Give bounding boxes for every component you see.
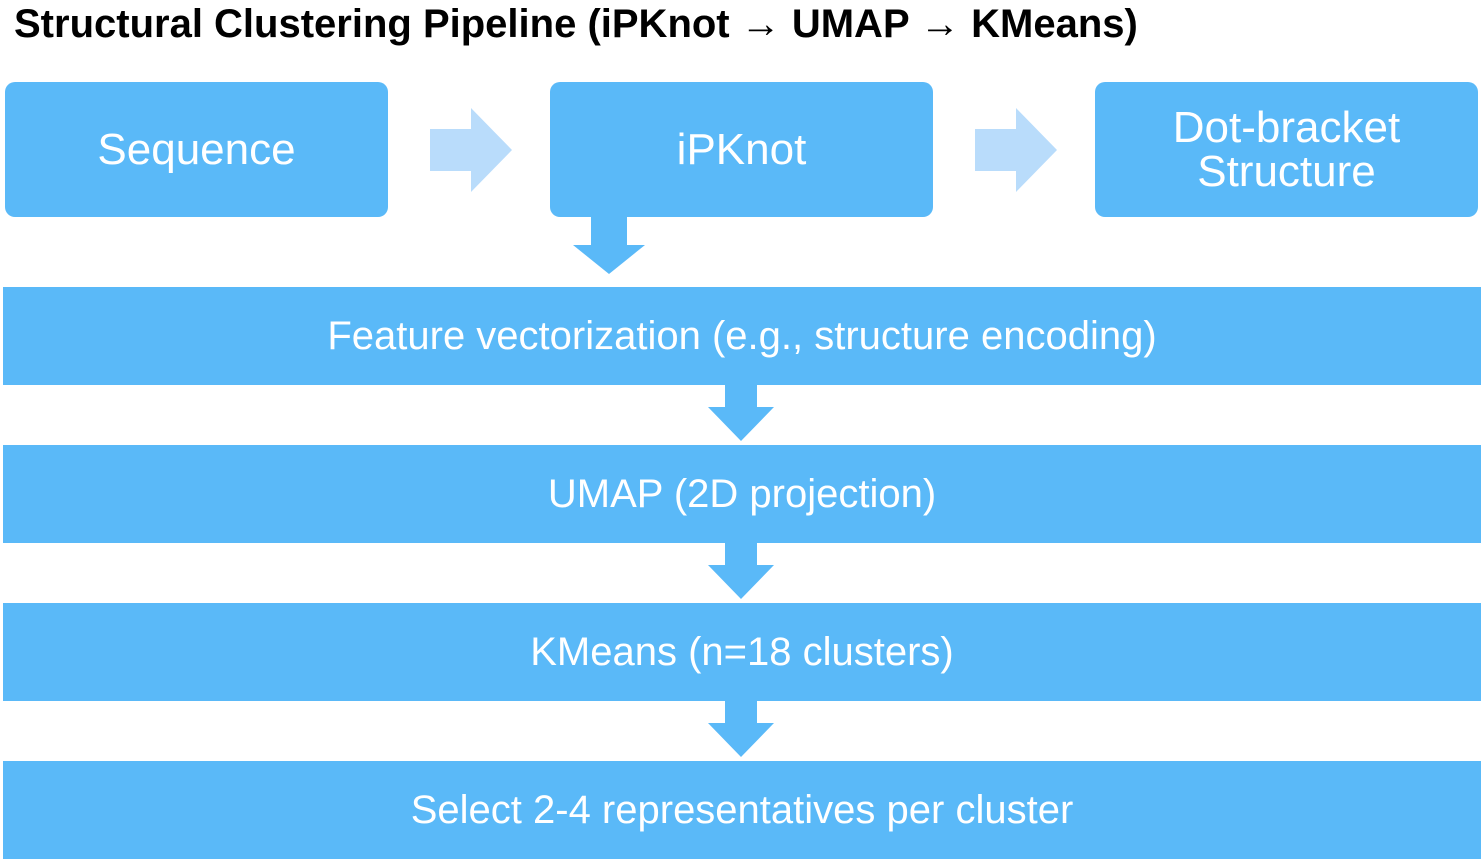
select-representatives-label: Select 2-4 representatives per cluster: [410, 787, 1074, 832]
down-arrow-icon: [573, 217, 645, 274]
kmeans-label: KMeans (n=18 clusters): [530, 629, 954, 674]
down-arrow-icon: [708, 385, 774, 441]
umap-label: UMAP (2D projection): [547, 471, 937, 516]
umap-box: UMAP (2D projection): [3, 445, 1481, 543]
down-arrow-icon: [708, 543, 774, 599]
right-arrow-icon: [430, 108, 512, 192]
feature-vectorization-box: Feature vectorization (e.g., structure e…: [3, 287, 1481, 385]
sequence-box: Sequence: [5, 82, 388, 217]
down-arrow-icon: [708, 701, 774, 757]
ipknot-label: iPKnot: [676, 124, 807, 174]
diagram-title: Structural Clustering Pipeline (iPKnot →…: [14, 2, 1138, 46]
dot-bracket-label-line-2: Structure: [1197, 146, 1376, 196]
kmeans-box: KMeans (n=18 clusters): [3, 603, 1481, 701]
select-representatives-box: Select 2-4 representatives per cluster: [3, 761, 1481, 859]
ipknot-box: iPKnot: [550, 82, 933, 217]
dot-bracket-structure-box: Dot-bracket Structure: [1095, 82, 1478, 217]
right-arrow-icon: [975, 108, 1057, 192]
sequence-label: Sequence: [97, 124, 296, 174]
feature-vectorization-label: Feature vectorization (e.g., structure e…: [327, 313, 1157, 358]
dot-bracket-label-line-1: Dot-bracket: [1172, 102, 1401, 152]
